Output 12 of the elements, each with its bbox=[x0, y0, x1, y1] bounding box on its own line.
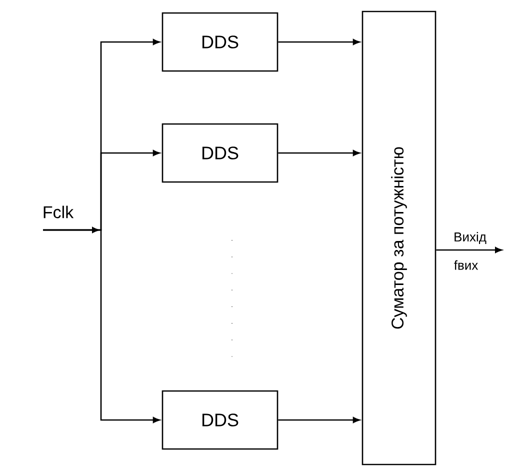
output-arrow bbox=[436, 247, 502, 253]
dds-block: DDS bbox=[162, 390, 278, 450]
dds-block: DDS bbox=[162, 12, 278, 72]
edge-label: Вихід bbox=[454, 232, 486, 244]
arrow bbox=[278, 39, 360, 45]
arrow bbox=[278, 150, 360, 156]
dds-block: DDS bbox=[162, 123, 278, 183]
arrow bbox=[278, 417, 360, 423]
signal-label: fвих bbox=[454, 260, 478, 270]
input-label: Fclk bbox=[44, 206, 74, 218]
summator-block: Суматор за потужністю bbox=[362, 10, 436, 466]
arrow bbox=[43, 229, 160, 423]
